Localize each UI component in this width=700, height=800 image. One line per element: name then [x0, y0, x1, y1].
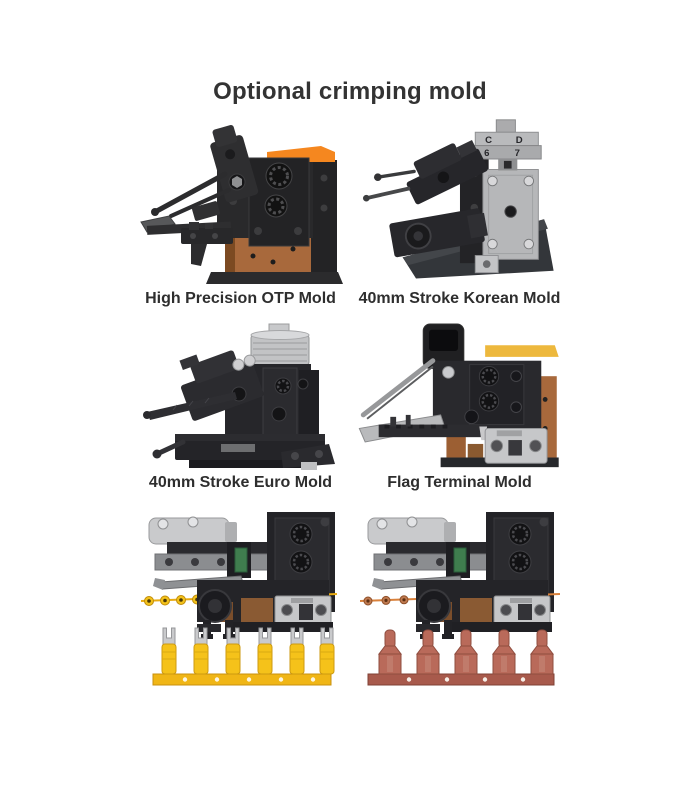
red-terminal-applicator-photo [359, 512, 560, 686]
product-label-euro: 40mm Stroke Euro Mold [148, 474, 333, 491]
product-otp-mold: High Precision OTP Mold [133, 116, 348, 308]
euro-mold-photo [143, 323, 335, 470]
product-grid: High Precision OTP Mold [0, 116, 700, 698]
mold-marking-d: D [516, 135, 523, 146]
mold-marking-c: C [485, 135, 492, 146]
otp-mold-photo [140, 125, 343, 284]
product-label-flag: Flag Terminal Mold [387, 474, 532, 491]
fork-terminal-applicator-photo [140, 512, 337, 686]
mold-marking-7: 7 [515, 148, 520, 159]
product-euro-mold: 40mm Stroke Euro Mold [133, 322, 348, 492]
product-korean-mold: C D 6 7 [352, 116, 567, 308]
product-flag-mold: Flag Terminal Mold [352, 322, 567, 492]
product-fork-terminal-applicator [133, 506, 348, 698]
mold-marking-6: 6 [484, 148, 489, 159]
flag-terminal-mold-photo [358, 323, 559, 468]
product-label-korean: 40mm Stroke Korean Mold [358, 290, 561, 307]
page-title: Optional crimping mold [213, 78, 487, 105]
product-red-terminal-applicator [352, 506, 567, 698]
product-label-otp: High Precision OTP Mold [145, 290, 336, 307]
korean-mold-photo: C D 6 7 [362, 119, 554, 279]
